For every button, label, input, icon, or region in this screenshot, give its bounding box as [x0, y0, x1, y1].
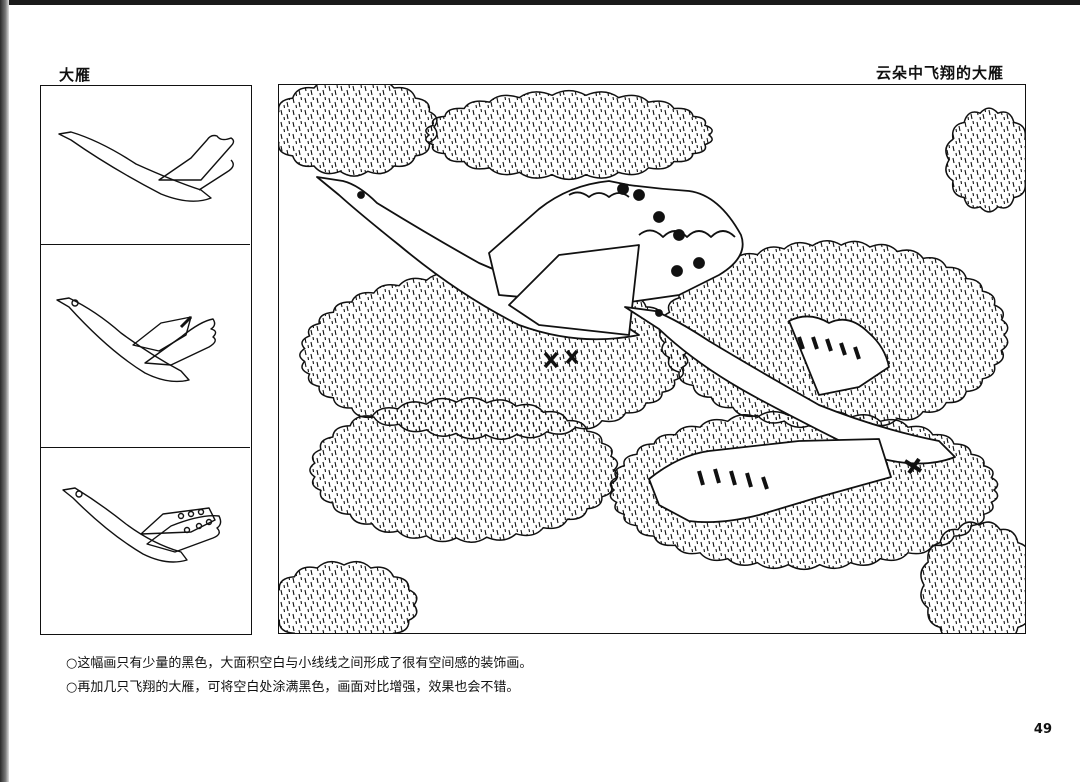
cloud-group	[279, 85, 1025, 633]
goose-details-drawing	[62, 487, 222, 563]
cloud-1	[279, 85, 438, 177]
goose-wings-drawing	[56, 297, 217, 383]
lower-goose	[624, 306, 956, 524]
step-panels	[40, 85, 252, 635]
caption-line-1: ○这幅画只有少量的黑色，大面积空白与小线线之间形成了很有空间感的装饰画。	[66, 656, 533, 671]
goose-outline-drawing	[58, 131, 235, 202]
right-title: 云朵中飞翔的大雁	[875, 64, 1004, 82]
cloud-3	[945, 107, 1025, 213]
clouds-and-geese-drawing	[279, 85, 1025, 633]
scan-edge-top	[0, 0, 1080, 5]
caption-line-2: ○再加几只飞翔的大雁，可将空白处涂满黑色，画面对比增强，效果也会不错。	[66, 680, 520, 695]
step-panel-3	[41, 448, 250, 634]
cloud-6	[309, 397, 619, 543]
scan-edge-left	[0, 0, 9, 782]
upper-goose	[316, 176, 744, 369]
step-panel-2	[41, 245, 250, 448]
cloud-2	[425, 89, 713, 181]
main-illustration	[278, 84, 1026, 634]
cloud-9	[920, 521, 1025, 633]
page-number: 49	[1033, 722, 1052, 737]
step-panel-1	[41, 86, 250, 245]
cloud-8	[279, 560, 418, 633]
left-title: 大雁	[59, 66, 92, 84]
